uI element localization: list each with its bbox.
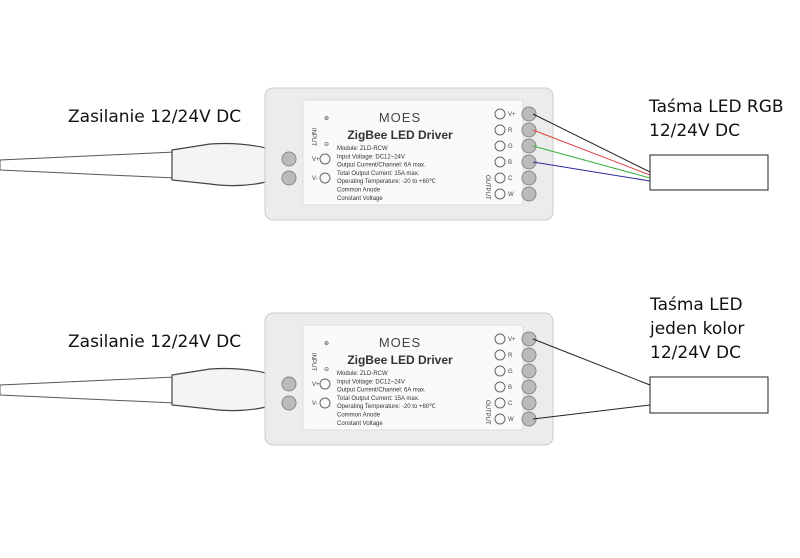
input-label: INPUT xyxy=(310,353,316,371)
wire xyxy=(532,404,651,420)
wire xyxy=(532,129,651,176)
input-terminal-label: V+ xyxy=(312,157,320,163)
output-terminal-label: G xyxy=(508,144,513,150)
output-terminal-screw xyxy=(521,122,537,138)
led-strip-rgb-box xyxy=(649,154,769,191)
output-terminal-label: W xyxy=(508,192,514,198)
input-terminal-screw xyxy=(281,170,297,186)
output-terminal-label: R xyxy=(508,353,513,359)
input-terminal-label: V- xyxy=(312,176,318,182)
spec-line: Operating Temperature: -20 to +60℃ xyxy=(337,404,436,410)
wire xyxy=(532,338,651,386)
power-label: Zasilanie 12/24V DC xyxy=(68,107,241,127)
output-terminal-label: V+ xyxy=(508,337,516,343)
led-strip-single-box xyxy=(649,376,769,414)
minus-symbol: ⊖ xyxy=(324,367,329,373)
terminal-marker xyxy=(319,378,331,390)
output-terminal-screw xyxy=(521,186,537,202)
wire xyxy=(532,145,651,179)
output-label: OUTPUT xyxy=(484,400,490,425)
terminal-marker xyxy=(319,153,331,165)
brand-logo: MOES xyxy=(379,335,421,350)
strip-label: 12/24V DC xyxy=(650,343,741,363)
output-terminal-screw xyxy=(521,379,537,395)
output-terminal-label: G xyxy=(508,369,513,375)
terminal-marker xyxy=(494,124,506,136)
output-terminal-label: B xyxy=(508,385,512,391)
terminal-marker xyxy=(494,381,506,393)
minus-symbol: ⊖ xyxy=(324,142,329,148)
output-terminal-label: C xyxy=(508,401,513,407)
spec-line: Common Anode xyxy=(337,413,381,419)
input-terminal-screw xyxy=(281,395,297,411)
spec-line: Operating Temperature: -20 to +60℃ xyxy=(337,179,436,185)
spec-line: Constant Voltage xyxy=(337,421,383,427)
input-terminal-screw xyxy=(281,151,297,167)
output-terminal-screw xyxy=(521,363,537,379)
input-terminal-label: V+ xyxy=(312,382,320,388)
spec-line: Input Voltage: DC12~24V xyxy=(337,379,405,385)
input-terminal-label: V- xyxy=(312,401,318,407)
device-title: ZigBee LED Driver xyxy=(347,353,453,367)
strip-label: Taśma LED RGB xyxy=(648,97,784,117)
top-section: Zasilanie 12/24V DC MOES ZigBee LED Driver… xyxy=(0,87,651,221)
spec-line: Module: ZLD-RCW xyxy=(337,371,388,377)
output-terminal-label: C xyxy=(508,176,513,182)
output-terminal-label: B xyxy=(508,160,512,166)
dc-plug xyxy=(171,142,267,187)
terminal-marker xyxy=(494,413,506,425)
wire xyxy=(532,113,651,173)
terminal-marker xyxy=(494,365,506,377)
output-terminal-screw xyxy=(521,106,537,122)
strip-label: jeden kolor xyxy=(649,319,744,339)
dc-plug xyxy=(171,367,267,412)
input-label: INPUT xyxy=(310,128,316,146)
terminal-marker xyxy=(494,156,506,168)
strip-label: 12/24V DC xyxy=(649,121,740,141)
terminal-marker xyxy=(494,333,506,345)
spec-line: Total Output Current: 15A max. xyxy=(337,171,420,177)
output-terminal-label: W xyxy=(508,417,514,423)
terminal-marker xyxy=(494,172,506,184)
output-terminal-label: V+ xyxy=(508,112,516,118)
terminal-marker xyxy=(494,140,506,152)
output-terminal-screw xyxy=(521,331,537,347)
power-cable xyxy=(0,376,176,404)
plus-symbol: ⊕ xyxy=(324,116,329,122)
input-terminal-screw xyxy=(281,376,297,392)
power-cable xyxy=(0,151,176,179)
terminal-marker xyxy=(494,349,506,361)
spec-line: Input Voltage: DC12~24V xyxy=(337,154,405,160)
output-terminal-screw xyxy=(521,138,537,154)
spec-line: Constant Voltage xyxy=(337,196,383,202)
output-terminal-screw xyxy=(521,170,537,186)
output-terminal-label: R xyxy=(508,128,513,134)
power-label: Zasilanie 12/24V DC xyxy=(68,332,241,352)
plus-symbol: ⊕ xyxy=(324,341,329,347)
bottom-section: Zasilanie 12/24V DC MOES ZigBee LED Driver… xyxy=(0,312,651,446)
spec-line: Output Current/Channel: 6A max. xyxy=(337,388,426,394)
terminal-marker xyxy=(319,172,331,184)
strip-label: Taśma LED xyxy=(649,295,743,315)
terminal-marker xyxy=(494,108,506,120)
label-panel xyxy=(302,324,524,431)
terminal-marker xyxy=(494,188,506,200)
terminal-marker xyxy=(319,397,331,409)
spec-line: Module: ZLD-RCW xyxy=(337,146,388,152)
device-title: ZigBee LED Driver xyxy=(347,128,453,142)
terminal-marker xyxy=(494,397,506,409)
brand-logo: MOES xyxy=(379,110,421,125)
spec-line: Common Anode xyxy=(337,188,381,194)
output-terminal-screw xyxy=(521,395,537,411)
output-label: OUTPUT xyxy=(484,175,490,200)
spec-line: Output Current/Channel: 6A max. xyxy=(337,163,426,169)
output-terminal-screw xyxy=(521,347,537,363)
spec-line: Total Output Current: 15A max. xyxy=(337,396,420,402)
label-panel xyxy=(302,99,524,206)
wire xyxy=(532,161,651,182)
